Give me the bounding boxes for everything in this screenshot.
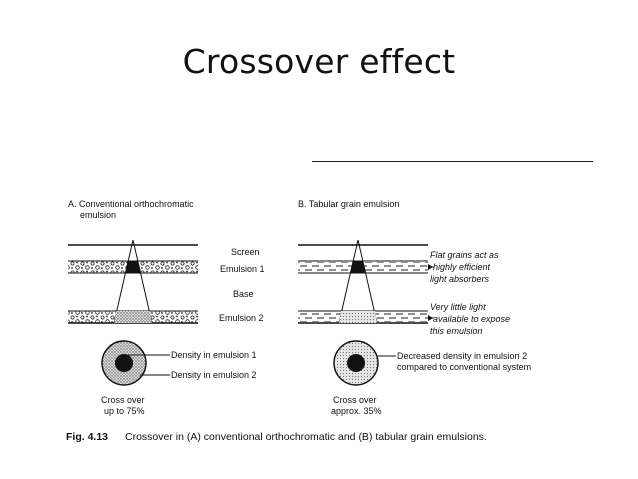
layer-label-emulsion-1: Emulsion 1 [220, 264, 265, 274]
layer-label-screen: Screen [231, 247, 260, 257]
density-label-1: Density in emulsion 1 [171, 350, 257, 360]
light-cone-left [113, 239, 134, 324]
emulsion2-exposed-area [114, 311, 152, 323]
panel-a-title-line1: A. Conventional orthochromatic [68, 199, 194, 209]
crossover-b-line2: approx. 35% [331, 406, 382, 416]
layer-label-emulsion-2: Emulsion 2 [219, 313, 264, 323]
layer-label-base: Base [233, 289, 254, 299]
crossover-b-line1: Cross over [333, 395, 377, 405]
arrow-flat-grains [428, 264, 433, 270]
arrow-little-light [428, 315, 433, 321]
emulsion2-exposed-area-b [339, 311, 377, 323]
light-cone-right-b [357, 239, 378, 324]
slide-title: Crossover effect [182, 42, 456, 81]
note2-line1: Very little light [430, 302, 486, 312]
note2-line2: available to expose [433, 314, 510, 324]
density-label-2: Density in emulsion 2 [171, 370, 257, 380]
emulsion1-exposed-area-b [350, 261, 366, 273]
density-circle-a-inner [115, 354, 133, 372]
panel-b-title: B. Tabular grain emulsion [298, 199, 399, 209]
note1-line3: light absorbers [430, 274, 490, 284]
note2-line3: this emulsion [430, 326, 483, 336]
panel-a-title-line2: emulsion [80, 210, 116, 220]
note1-line1: Flat grains act as [430, 250, 499, 260]
density-note-line2: compared to conventional system [397, 362, 531, 372]
light-cone-right [132, 239, 153, 324]
panel-b: B. Tabular grain emulsion Flat grains ac… [298, 199, 531, 416]
light-cone-left-b [338, 239, 359, 324]
divider-line [312, 161, 593, 162]
density-circle-b-inner [347, 354, 365, 372]
figure-caption: Crossover in (A) conventional orthochrom… [125, 431, 487, 443]
panel-a: A. Conventional orthochromatic emulsion … [68, 199, 265, 416]
figure-number: Fig. 4.13 [66, 431, 108, 443]
crossover-a-line1: Cross over [101, 395, 145, 405]
density-note-line1: Decreased density in emulsion 2 [397, 351, 527, 361]
note1-line2: highly efficient [433, 262, 491, 272]
crossover-a-line2: up to 75% [104, 406, 145, 416]
emulsion1-exposed-area [125, 261, 141, 273]
